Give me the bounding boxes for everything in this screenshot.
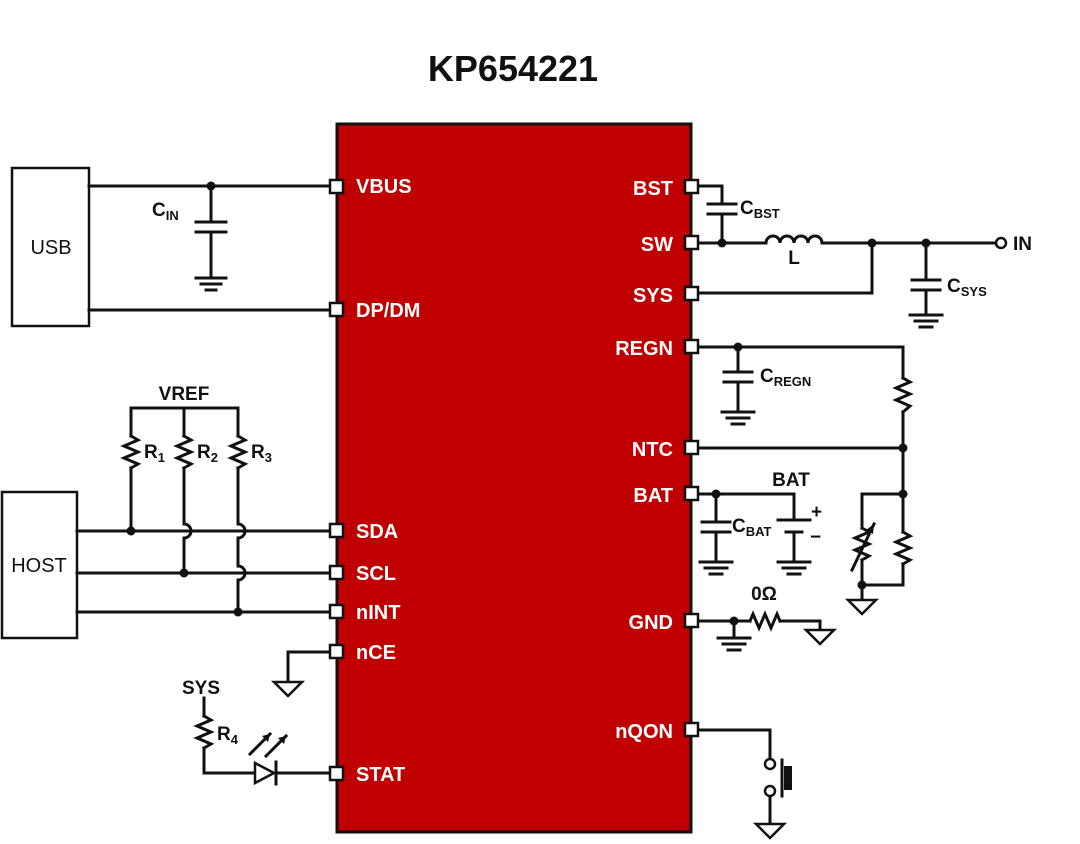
pin-bst: BST	[633, 178, 673, 200]
zero-ohm-label: 0Ω	[751, 584, 777, 605]
usb-block	[10, 166, 91, 328]
cbst-label: CBST	[740, 198, 780, 221]
csys-label: CSYS	[947, 276, 987, 299]
right-pin-terminals	[683, 178, 700, 738]
pin-regn: REGN	[615, 338, 673, 360]
cregn-label: CREGN	[760, 366, 811, 389]
chip-title: KP654221	[427, 48, 599, 89]
inductor-label: L	[788, 248, 800, 269]
pin-bat: BAT	[633, 485, 673, 507]
battery-minus-label: −	[810, 527, 821, 548]
pin-scl: SCL	[356, 563, 396, 585]
pin-vbus: VBUS	[356, 176, 412, 198]
pin-sys: SYS	[633, 285, 673, 307]
regn-ntc-net	[695, 342, 914, 616]
pin-nint: nINT	[356, 602, 400, 624]
vref-resistor-network	[120, 406, 249, 617]
stat-led-circuit	[193, 696, 332, 786]
battery-label: BAT	[772, 470, 810, 491]
in-node-label: IN	[1013, 234, 1032, 255]
vref-label: VREF	[159, 384, 210, 405]
pin-sw: SW	[641, 234, 673, 256]
r2-label: R2	[197, 442, 218, 465]
pin-stat: STAT	[356, 764, 405, 786]
nqon-pushbutton	[695, 728, 792, 840]
battery-plus-label: +	[811, 502, 822, 523]
pin-nce: nCE	[356, 642, 396, 664]
pin-dpdm: DP/DM	[356, 300, 420, 322]
gnd-net	[695, 610, 838, 652]
r4-label: R4	[217, 724, 239, 747]
cin-label: CIN	[152, 200, 179, 223]
bat-net	[695, 489, 812, 576]
chip-body	[335, 122, 693, 834]
pin-sda: SDA	[356, 521, 398, 543]
r1-label: R1	[144, 442, 165, 465]
left-pin-terminals	[328, 178, 345, 782]
pin-ntc: NTC	[632, 439, 673, 461]
sys-supply-label: SYS	[182, 678, 220, 699]
pin-nqon: nQON	[615, 721, 673, 743]
cbat-label: CBAT	[732, 516, 772, 539]
pin-gnd: GND	[629, 612, 673, 634]
bst-sw-net	[695, 184, 1008, 329]
vbus-net	[87, 181, 332, 292]
nce-ground	[270, 650, 332, 698]
host-label: HOST	[11, 555, 67, 577]
host-block	[0, 490, 79, 640]
usb-label: USB	[30, 237, 71, 259]
r3-label: R3	[251, 442, 272, 465]
